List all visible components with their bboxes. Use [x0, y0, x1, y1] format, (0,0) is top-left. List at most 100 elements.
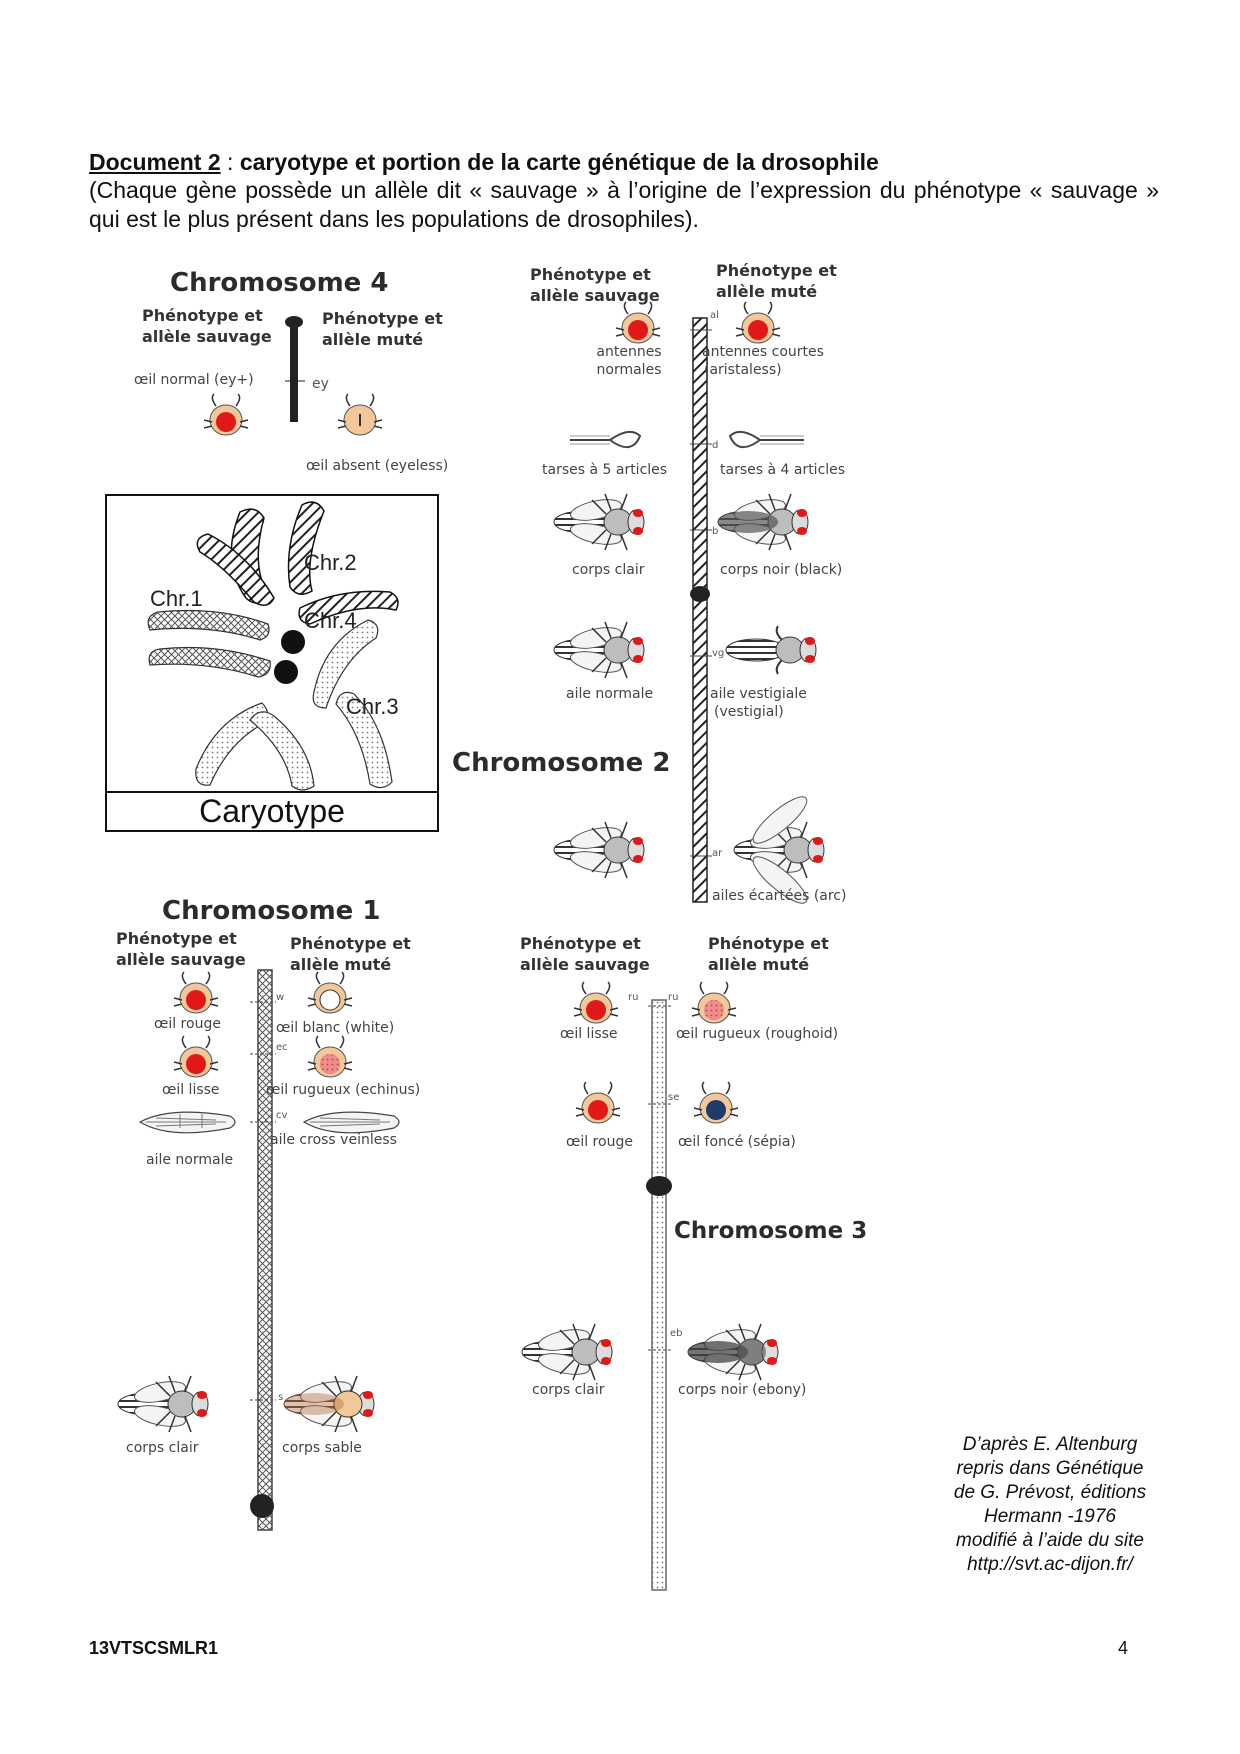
credit-line-4: Hermann -1976	[983, 1506, 1117, 1527]
chromosome-1-map	[250, 969, 276, 1531]
chr4-mutant-header-line1: Phénotype et	[322, 309, 443, 328]
ec-wild-label: œil lisse	[162, 1082, 220, 1098]
credit-line-5: modifié à l’aide du site	[956, 1530, 1144, 1551]
ey-mutant-head-icon	[337, 393, 383, 436]
credit-line-6: http://svt.ac-dijon.fr/	[967, 1554, 1133, 1575]
chr2-locus-ar: ar	[712, 848, 723, 859]
chr1-locus-cv: cv	[276, 1110, 288, 1121]
ru-wild-label: œil lisse	[560, 1026, 618, 1042]
chromosome-2-title: Chromosome 2	[452, 748, 671, 778]
w-mutant-label: œil blanc (white)	[276, 1020, 395, 1036]
chr2-wild-header-line2: allèle sauvage	[530, 286, 660, 305]
ru-mutant-head-icon	[691, 981, 737, 1024]
se-wild-label: œil rouge	[566, 1134, 633, 1150]
chr3-locus-eb: eb	[670, 1328, 683, 1339]
cv-mutant-wing-icon	[302, 1111, 400, 1134]
se-mutant-head-icon	[693, 1081, 739, 1124]
d-mutant-label: tarses à 4 articles	[720, 462, 846, 478]
eb-wild-fly-icon	[521, 1323, 613, 1381]
ec-mutant-label: œil rugueux (echinus)	[266, 1082, 421, 1098]
page-number: 4	[1118, 1638, 1129, 1658]
ru-mutant-label: œil rugueux (roughoid)	[676, 1026, 839, 1042]
b-mutant-label: corps noir (black)	[720, 562, 843, 578]
document-title: Document 2 : caryotype et portion de la …	[89, 148, 1159, 177]
chr2-locus-d: d	[712, 440, 719, 451]
cv-wild-wing-icon	[138, 1111, 236, 1134]
document-title-text: caryotype et portion de la carte génétiq…	[239, 149, 879, 175]
chr1-mutant-header-line1: Phénotype et	[290, 934, 411, 953]
ey-wild-label: œil normal (ey+)	[134, 372, 254, 388]
al-mutant-label-1: antennes courtes	[702, 344, 824, 360]
se-mutant-label: œil foncé (sépia)	[678, 1134, 796, 1150]
karyotype-chromosomes	[147, 501, 399, 791]
chr4-locus-ey: ey	[312, 376, 329, 392]
ru-wild-head-icon	[573, 981, 619, 1024]
w-wild-head-icon	[173, 971, 219, 1014]
chr1-locus-w: w	[276, 992, 285, 1003]
cv-wild-label: aile normale	[146, 1152, 234, 1168]
vg-wild-label: aile normale	[566, 686, 654, 702]
karyotype-chr3-label: Chr.3	[346, 694, 399, 719]
karyotype-chr2-label: Chr.2	[304, 550, 357, 575]
chr3-mutant-header-line1: Phénotype et	[708, 934, 829, 953]
source-credit: D’après E. Altenburg repris dans Génétiq…	[900, 1433, 1200, 1577]
chr2-mutant-header-line2: allèle muté	[716, 282, 818, 301]
chr2-mutant-header-line1: Phénotype et	[716, 261, 837, 280]
chr3-locus-se: se	[668, 1092, 680, 1103]
ec-wild-head-icon	[173, 1035, 219, 1078]
karyotype-caption: Caryotype	[199, 793, 345, 829]
d-wild-tarsus-icon	[570, 430, 642, 448]
eb-mutant-label: corps noir (ebony)	[678, 1382, 807, 1398]
b-wild-label: corps clair	[572, 562, 645, 578]
chr4-wild-header-line2: allèle sauvage	[142, 327, 272, 346]
karyotype-chr1-label: Chr.1	[150, 586, 203, 611]
document-label: Document 2	[89, 149, 221, 175]
vg-wild-fly-icon	[553, 621, 645, 679]
w-wild-label: œil rouge	[154, 1016, 221, 1032]
chr1-locus-s: s	[278, 1392, 284, 1403]
chr3-wild-header-line2: allèle sauvage	[520, 955, 650, 974]
w-mutant-head-icon	[307, 971, 353, 1014]
al-mutant-label-2: (aristaless)	[704, 362, 782, 378]
se-wild-head-icon	[575, 1081, 621, 1124]
document-intro: (Chaque gène possède un allèle dit « sau…	[89, 177, 1159, 232]
chromosome-1-title: Chromosome 1	[162, 896, 381, 926]
chr1-wild-header-line1: Phénotype et	[116, 929, 237, 948]
chr1-locus-ec: ec	[276, 1042, 288, 1053]
chromosome-3-map	[646, 999, 672, 1591]
chr3-locus-ru-left: ru	[628, 992, 639, 1003]
credit-line-1: D’après E. Altenburg	[962, 1434, 1138, 1455]
vg-mutant-label-1: aile vestigiale	[710, 686, 807, 702]
chromosome-3-title: Chromosome 3	[674, 1218, 868, 1244]
d-mutant-tarsus-icon	[728, 430, 804, 448]
chr1-wild-header-line2: allèle sauvage	[116, 950, 246, 969]
eb-wild-label: corps clair	[532, 1382, 605, 1398]
ar-mutant-label: ailes écartées (arc)	[712, 888, 847, 904]
chr2-wild-header-line1: Phénotype et	[530, 265, 651, 284]
cv-mutant-label: aile cross veinless	[270, 1132, 397, 1148]
s-mutant-fly-icon	[283, 1375, 375, 1433]
ec-mutant-head-icon	[307, 1035, 353, 1078]
chr4-mutant-header-line2: allèle muté	[322, 330, 424, 349]
chr2-locus-b: b	[712, 526, 719, 537]
chr1-mutant-header-line2: allèle muté	[290, 955, 392, 974]
chromosome-4-title: Chromosome 4	[170, 268, 389, 298]
title-separator: :	[220, 149, 240, 175]
b-wild-fly-icon	[553, 493, 645, 551]
al-wild-head-icon	[615, 301, 661, 344]
vg-mutant-fly-icon	[725, 625, 817, 675]
al-mutant-head-icon	[735, 301, 781, 344]
ar-mutant-fly-icon	[733, 796, 825, 904]
s-wild-fly-icon	[117, 1375, 209, 1433]
karyotype-chr4-label: Chr.4	[304, 608, 357, 633]
vg-mutant-label-2: (vestigial)	[714, 704, 784, 720]
eb-mutant-fly-icon	[687, 1323, 779, 1381]
karyotype-box	[105, 494, 439, 832]
footer-code: 13VTSCSMLR1	[89, 1638, 219, 1658]
credit-line-2: repris dans Génétique	[956, 1458, 1144, 1479]
al-wild-label-2: normales	[596, 362, 662, 378]
chr2-locus-al: al	[710, 310, 719, 321]
s-wild-label: corps clair	[126, 1440, 199, 1456]
chromosome-4-map	[285, 316, 305, 422]
ar-wild-fly-icon	[553, 821, 645, 879]
